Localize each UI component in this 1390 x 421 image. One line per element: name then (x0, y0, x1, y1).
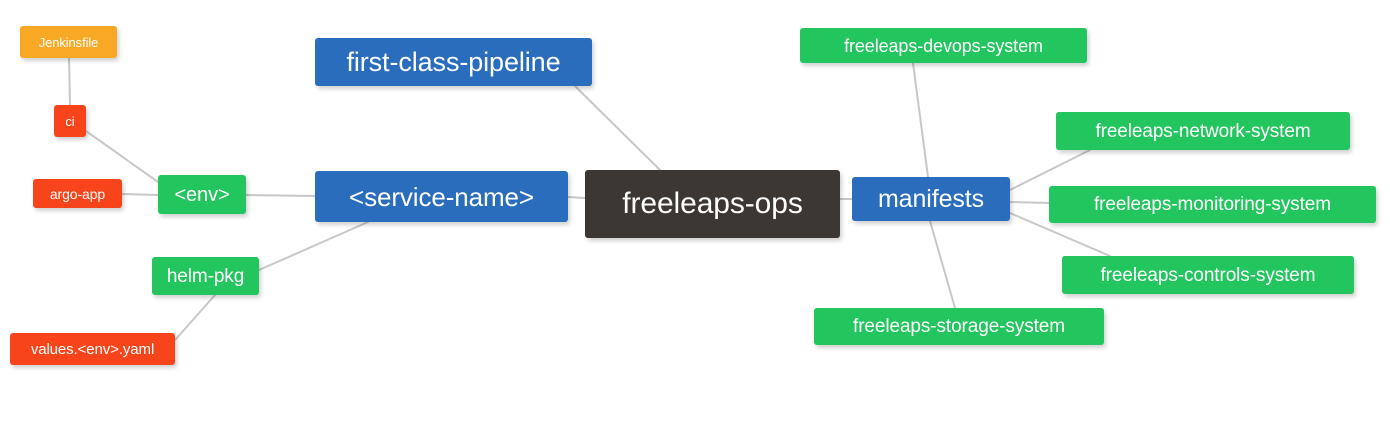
mindmap-node-label: freeleaps-storage-system (853, 316, 1065, 337)
mindmap-node-first-class-pipeline[interactable]: first-class-pipeline (315, 38, 592, 86)
edge-manifests-to-freeleaps-monitoring-system (1009, 201, 1050, 204)
edge-manifests-to-freeleaps-network-system (1009, 149, 1091, 191)
mindmap-node-label: argo-app (49, 185, 106, 202)
edge-manifests-to-freeleaps-storage-system (929, 220, 956, 309)
mindmap-node-values-env-yaml[interactable]: values.<env>.yaml (10, 333, 175, 365)
mindmap-node-label: <service-name> (348, 181, 535, 212)
mindmap-node-freeleaps-devops-system[interactable]: freeleaps-devops-system (800, 28, 1087, 63)
mindmap-node-label: freeleaps-ops (622, 187, 803, 220)
edge-first-class-pipeline-to-freeleaps-ops (574, 85, 661, 171)
mindmap-node-service-name[interactable]: <service-name> (315, 171, 568, 222)
mindmap-node-label: ci (65, 113, 75, 129)
edge-argo-app-to-env (121, 193, 159, 196)
edge-ci-to-env (85, 130, 159, 183)
mindmap-node-freeleaps-monitoring-system[interactable]: freeleaps-monitoring-system (1049, 186, 1376, 223)
edge-manifests-to-freeleaps-devops-system (912, 62, 929, 178)
mindmap-node-label: manifests (877, 184, 985, 213)
mindmap-node-jenkinsfile[interactable]: Jenkinsfile (20, 26, 117, 58)
mindmap-node-label: Jenkinsfile (38, 34, 99, 50)
mindmap-node-label: helm-pkg (166, 265, 245, 287)
edge-service-name-to-freeleaps-ops (567, 196, 586, 199)
mindmap-node-manifests[interactable]: manifests (852, 177, 1010, 221)
mindmap-node-freeleaps-ops[interactable]: freeleaps-ops (585, 170, 840, 238)
mindmap-node-argo-app[interactable]: argo-app (33, 179, 122, 208)
mindmap-node-label: values.<env>.yaml (30, 340, 155, 358)
edge-jenkinsfile-to-ci (68, 57, 71, 106)
mindmap-node-helm-pkg[interactable]: helm-pkg (152, 257, 259, 295)
mindmap-node-ci[interactable]: ci (54, 105, 86, 137)
edge-env-to-service-name (245, 194, 316, 197)
edge-values-env-yaml-to-helm-pkg (174, 294, 216, 341)
mindmap-node-label: first-class-pipeline (346, 46, 561, 77)
mindmap-node-label: freeleaps-network-system (1095, 120, 1311, 142)
mindmap-node-freeleaps-storage-system[interactable]: freeleaps-storage-system (814, 308, 1104, 345)
mindmap-node-label: freeleaps-controls-system (1100, 264, 1316, 286)
mindmap-node-freeleaps-controls-system[interactable]: freeleaps-controls-system (1062, 256, 1354, 294)
mindmap-node-env[interactable]: <env> (158, 175, 246, 214)
mindmap-node-label: freeleaps-devops-system (844, 35, 1043, 56)
mindmap-node-label: freeleaps-monitoring-system (1094, 194, 1331, 215)
mindmap-node-label: <env> (174, 183, 230, 206)
edge-helm-pkg-to-service-name (258, 221, 369, 271)
mindmap-node-freeleaps-network-system[interactable]: freeleaps-network-system (1056, 112, 1350, 150)
